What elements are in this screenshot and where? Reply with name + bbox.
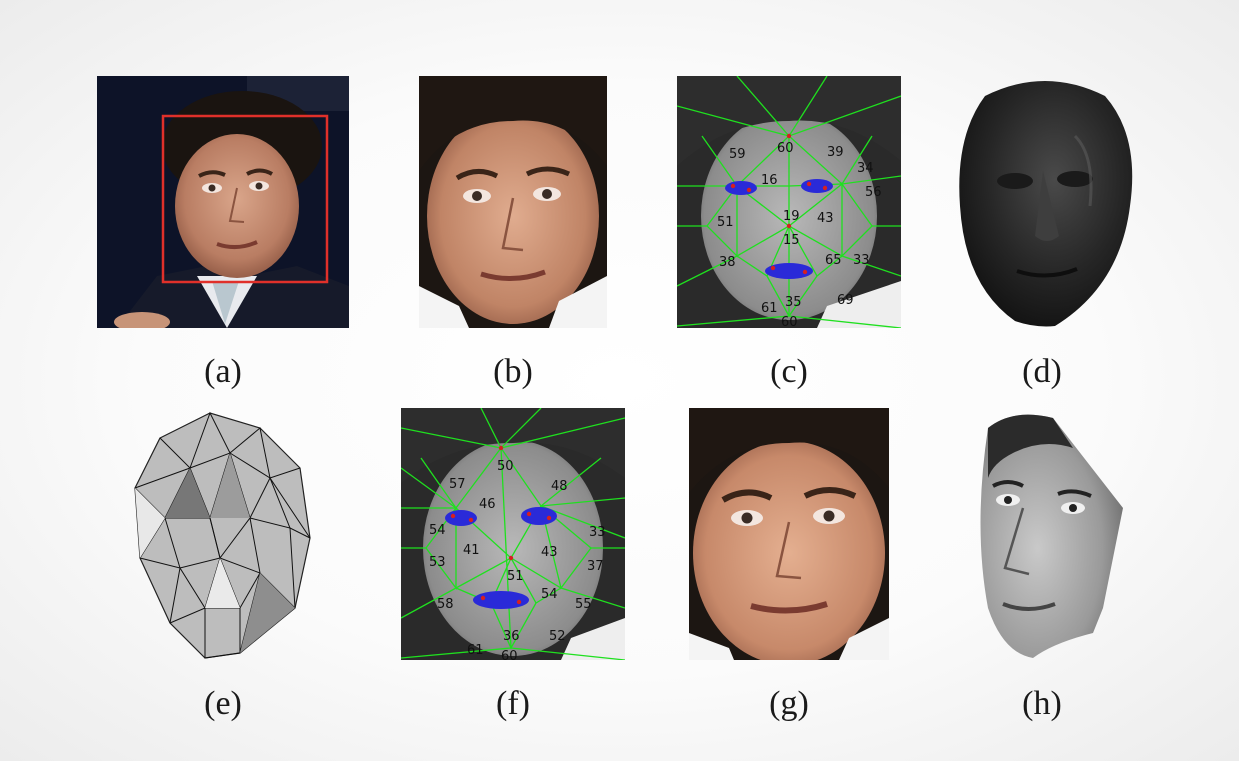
panel-g-image	[689, 408, 889, 660]
landmark-label: 36	[503, 629, 520, 644]
landmark-label: 46	[479, 497, 496, 512]
landmark-label: 50	[497, 459, 514, 474]
landmark-label: 51	[507, 569, 524, 584]
landmark-label: 54	[541, 587, 558, 602]
caption-f: (f)	[496, 685, 530, 722]
landmark-label: 41	[463, 543, 480, 558]
landmark-label: 60	[501, 649, 518, 660]
caption-a: (a)	[204, 353, 242, 390]
panel-e-image	[130, 408, 312, 660]
landmark-mesh	[401, 408, 625, 660]
landmark-label: 38	[719, 255, 736, 270]
caption-g: (g)	[769, 685, 809, 722]
panel-c-image: 59 60 39 34 16 56 43 19 15 51 35 33 38 6…	[677, 76, 901, 328]
landmark-label: 59	[729, 147, 746, 162]
caption-c: (c)	[770, 353, 808, 390]
landmark-label: 35	[785, 295, 802, 310]
landmark-label: 55	[575, 597, 592, 612]
landmark-label: 57	[449, 477, 466, 492]
landmark-label: 53	[429, 555, 446, 570]
detection-box	[161, 114, 329, 284]
landmark-label: 51	[717, 215, 734, 230]
landmark-label: 60	[777, 141, 794, 156]
landmark-label: 39	[827, 145, 844, 160]
landmark-label: 54	[429, 523, 446, 538]
landmark-label: 56	[865, 185, 882, 200]
panel-a-image	[97, 76, 349, 328]
landmark-label: 34	[857, 161, 874, 176]
landmark-label: 48	[551, 479, 568, 494]
landmark-label: 37	[587, 559, 604, 574]
landmark-label: 69	[837, 293, 854, 308]
caption-h: (h)	[1022, 685, 1062, 722]
eye-cluster-left	[725, 181, 757, 195]
landmark-label: 60	[781, 315, 798, 328]
caption-b: (b)	[493, 353, 533, 390]
landmark-label: 43	[817, 211, 834, 226]
panel-f-image: 57 50 46 48 33 54 41 53 43 37 36 55 54 5…	[401, 408, 625, 660]
landmark-label: 33	[589, 525, 606, 540]
landmark-label: 43	[541, 545, 558, 560]
landmark-label: 58	[437, 597, 454, 612]
landmark-label: 16	[761, 173, 778, 188]
mouth-cluster	[765, 263, 813, 279]
landmark-label: 19	[783, 209, 800, 224]
panel-h-image	[973, 408, 1125, 660]
panel-b-image	[419, 76, 607, 328]
caption-e: (e)	[204, 685, 242, 722]
landmark-label: 61	[761, 301, 778, 316]
eye-cluster-right	[801, 179, 833, 193]
landmark-label: 61	[467, 643, 484, 658]
landmark-label: 15	[783, 233, 800, 248]
landmark-label: 65	[825, 253, 842, 268]
landmark-label: 33	[853, 253, 870, 268]
panel-d-image	[955, 76, 1135, 328]
caption-d: (d)	[1022, 353, 1062, 390]
landmark-label: 52	[549, 629, 566, 644]
